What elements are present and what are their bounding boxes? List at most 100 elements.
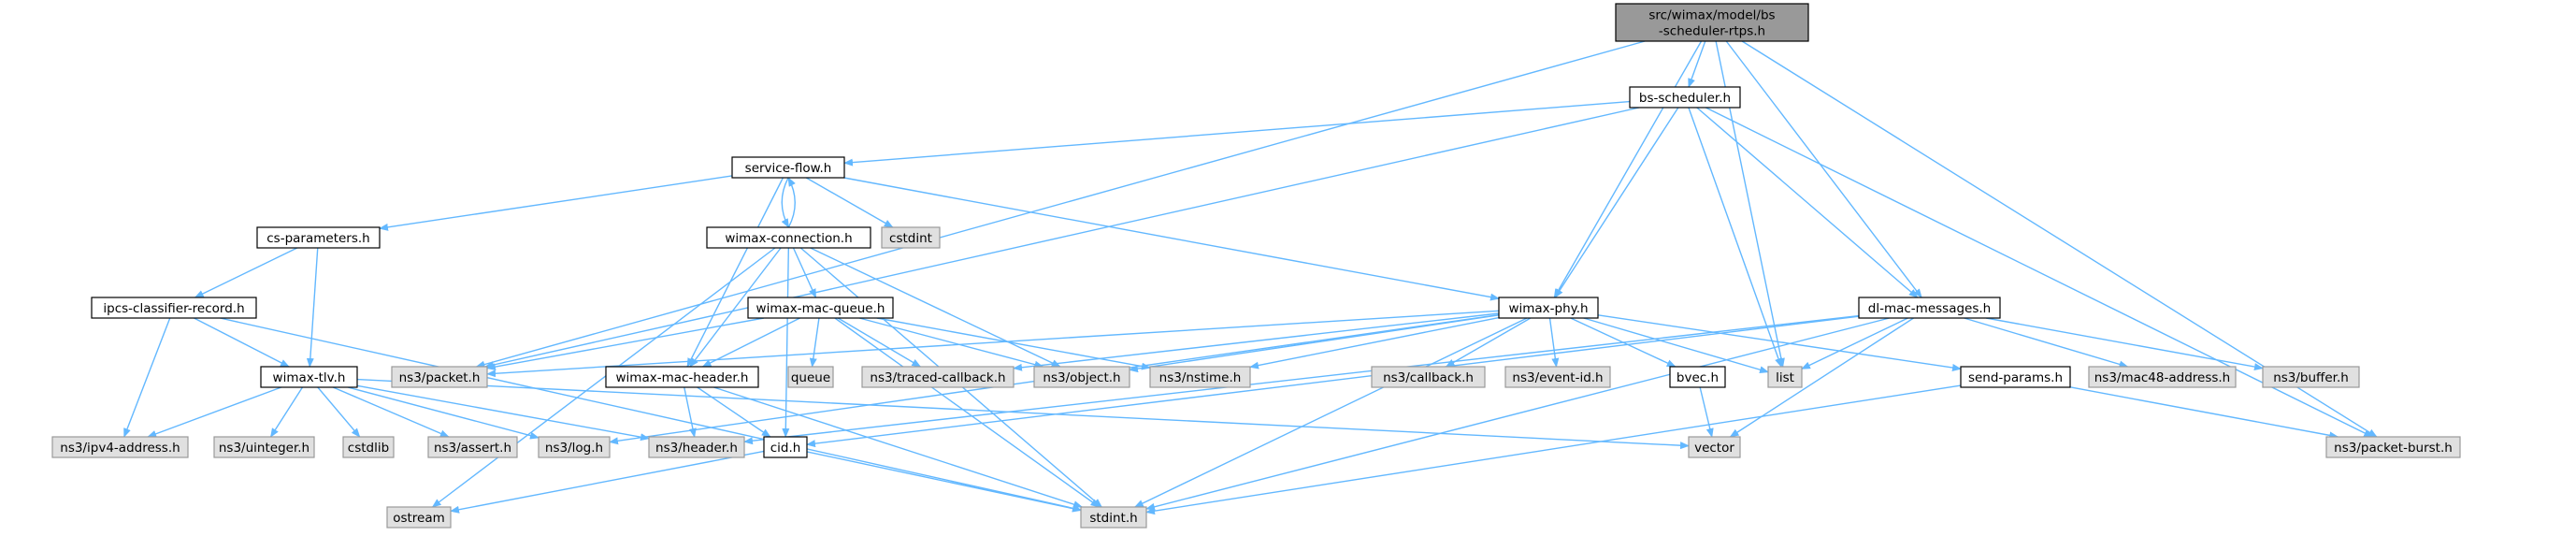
node-label: bs-scheduler.h [1639,91,1731,106]
node-cs-parameters[interactable]: cs-parameters.h [256,226,381,249]
node-label: ns3/event-id.h [1512,370,1603,385]
node-box [91,297,257,319]
node-cid[interactable]: cid.h [763,436,808,458]
node-box [1615,3,1809,42]
node-bvec[interactable]: bvec.h [1669,366,1726,388]
node-cstdlib: cstdlib [342,436,395,458]
edge-wimax_mac_header-to-ns3_header [684,386,697,438]
node-label: wimax-connection.h [725,231,852,246]
node-box [1033,366,1130,388]
node-service-flow[interactable]: service-flow.h [731,156,845,179]
node-label: cs-parameters.h [266,231,369,246]
edge-wimax_phy-to-list [1583,317,1769,374]
node-box [2262,366,2360,388]
edge-dl_mac_messages-to-ns3_mac48 [1964,317,2129,369]
edge-wimax_tlv-to-ns3_ipv4_address [147,386,282,438]
node-ns3-traced-callback: ns3/traced-callback.h [861,366,1015,388]
node-ns3-uinteger: ns3/uinteger.h [213,436,315,458]
node-box [1504,366,1611,388]
node-box [763,436,808,458]
node-wimax-connection[interactable]: wimax-connection.h [706,226,871,249]
edge-wimax_mac_queue-to-wimax_mac_header [701,317,800,368]
edge-wimax_connection-to-ns3_object [810,247,1061,368]
node-box [256,226,381,249]
edge-wimax_phy-to-ns3_event_id [1548,317,1560,368]
node-label: queue [791,370,830,385]
edge-wimax_connection-to-ostream [431,247,776,508]
edge-cs_parameters-to-wimax_tlv [306,247,319,368]
node-label: ns3/packet.h [399,370,481,385]
node-ns3-event-id: ns3/event-id.h [1504,366,1611,388]
edge-wimax_mac_queue-to-ns3_traced_callback [837,317,922,368]
node-box [1498,297,1599,319]
node-label: cstdint [889,231,932,246]
node-box [1767,366,1803,388]
edge-bvec-to-vector [1699,386,1714,438]
edge-wimax_connection-to-cid [782,247,790,438]
node-ns3-mac48: ns3/mac48-address.h [2088,366,2237,388]
node-wimax-mac-queue[interactable]: wimax-mac-queue.h [747,297,894,319]
edge-dl_mac_messages-to-list [1801,317,1908,370]
node-label: ns3/nstime.h [1159,370,1242,385]
node-box [881,226,941,249]
node-box [538,436,611,458]
edge-cid-to-stdint [806,451,1082,513]
node-box [1669,366,1726,388]
edge-ipcs_classifier-to-wimax_tlv [194,317,290,368]
node-label: wimax-mac-queue.h [756,301,885,316]
node-box [1960,366,2071,388]
edge-bs_scheduler-to-dl_mac_messages [1696,107,1919,298]
node-queue: queue [787,366,834,388]
node-ns3-assert: ns3/assert.h [427,436,518,458]
node-ns3-nstime: ns3/nstime.h [1149,366,1251,388]
edge-root-to-bs_scheduler [1688,40,1706,88]
node-ipcs-classifier[interactable]: ipcs-classifier-record.h [91,297,257,319]
edge-service_flow-to-cstdint [805,177,894,228]
node-box [1080,506,1147,529]
node-label: ns3/callback.h [1383,370,1474,385]
node-dl-mac-messages[interactable]: dl-mac-messages.h [1858,297,2001,319]
node-cstdint: cstdint [881,226,941,249]
node-stdint: stdint.h [1080,506,1147,529]
edge-wimax_mac_header-to-stdint [713,386,1084,509]
node-label: vector [1694,441,1734,456]
edge-dl_mac_messages-to-vector [1729,317,1914,438]
edge-bs_scheduler-to-wimax_phy [1554,107,1679,298]
node-ns3-ipv4-address: ns3/ipv4-address.h [51,436,189,458]
node-label: list [1776,370,1794,385]
edge-root-to-wimax_phy [1553,40,1703,298]
node-box [213,436,315,458]
node-label: send-params.h [1968,370,2063,385]
edge-send_params-to-ns3_packet_burst [2069,386,2339,440]
edge-wimax_mac_queue-to-ns3_nstime [876,317,1151,370]
node-wimax-phy[interactable]: wimax-phy.h [1498,297,1599,319]
edge-wimax_tlv-to-vector [356,378,1690,450]
edge-ipcs_classifier-to-stdint [220,317,1082,513]
node-wimax-tlv[interactable]: wimax-tlv.h [260,366,358,388]
edge-wimax_connection-to-service_flow [787,177,796,228]
edge-wimax_connection-to-wimax_mac_header [689,247,782,368]
edge-wimax_tlv-to-ns3_uinteger [269,386,304,438]
node-label: -scheduler-rtps.h [1659,24,1765,39]
node-box [605,366,759,388]
node-bs-scheduler[interactable]: bs-scheduler.h [1629,86,1741,109]
node-box [1371,366,1486,388]
node-label: wimax-tlv.h [273,370,346,385]
node-box [386,506,452,529]
node-label: ns3/log.h [545,441,603,456]
node-box [391,366,488,388]
node-root[interactable]: src/wimax/model/bs-scheduler-rtps.h [1615,3,1809,42]
node-box [747,297,894,319]
node-label: ipcs-classifier-record.h [103,301,244,316]
edge-wimax_connection-to-wimax_mac_queue [792,247,817,298]
node-vector: vector [1688,436,1741,458]
edge-wimax_phy-to-ns3_packet [486,310,1500,378]
node-box [2325,436,2461,458]
node-send-params[interactable]: send-params.h [1960,366,2071,388]
node-box [706,226,871,249]
node-wimax-mac-header[interactable]: wimax-mac-header.h [605,366,759,388]
node-box [861,366,1015,388]
node-label: ostream [393,511,445,526]
node-box [260,366,358,388]
edge-dl_mac_messages-to-stdint [1145,317,1890,511]
